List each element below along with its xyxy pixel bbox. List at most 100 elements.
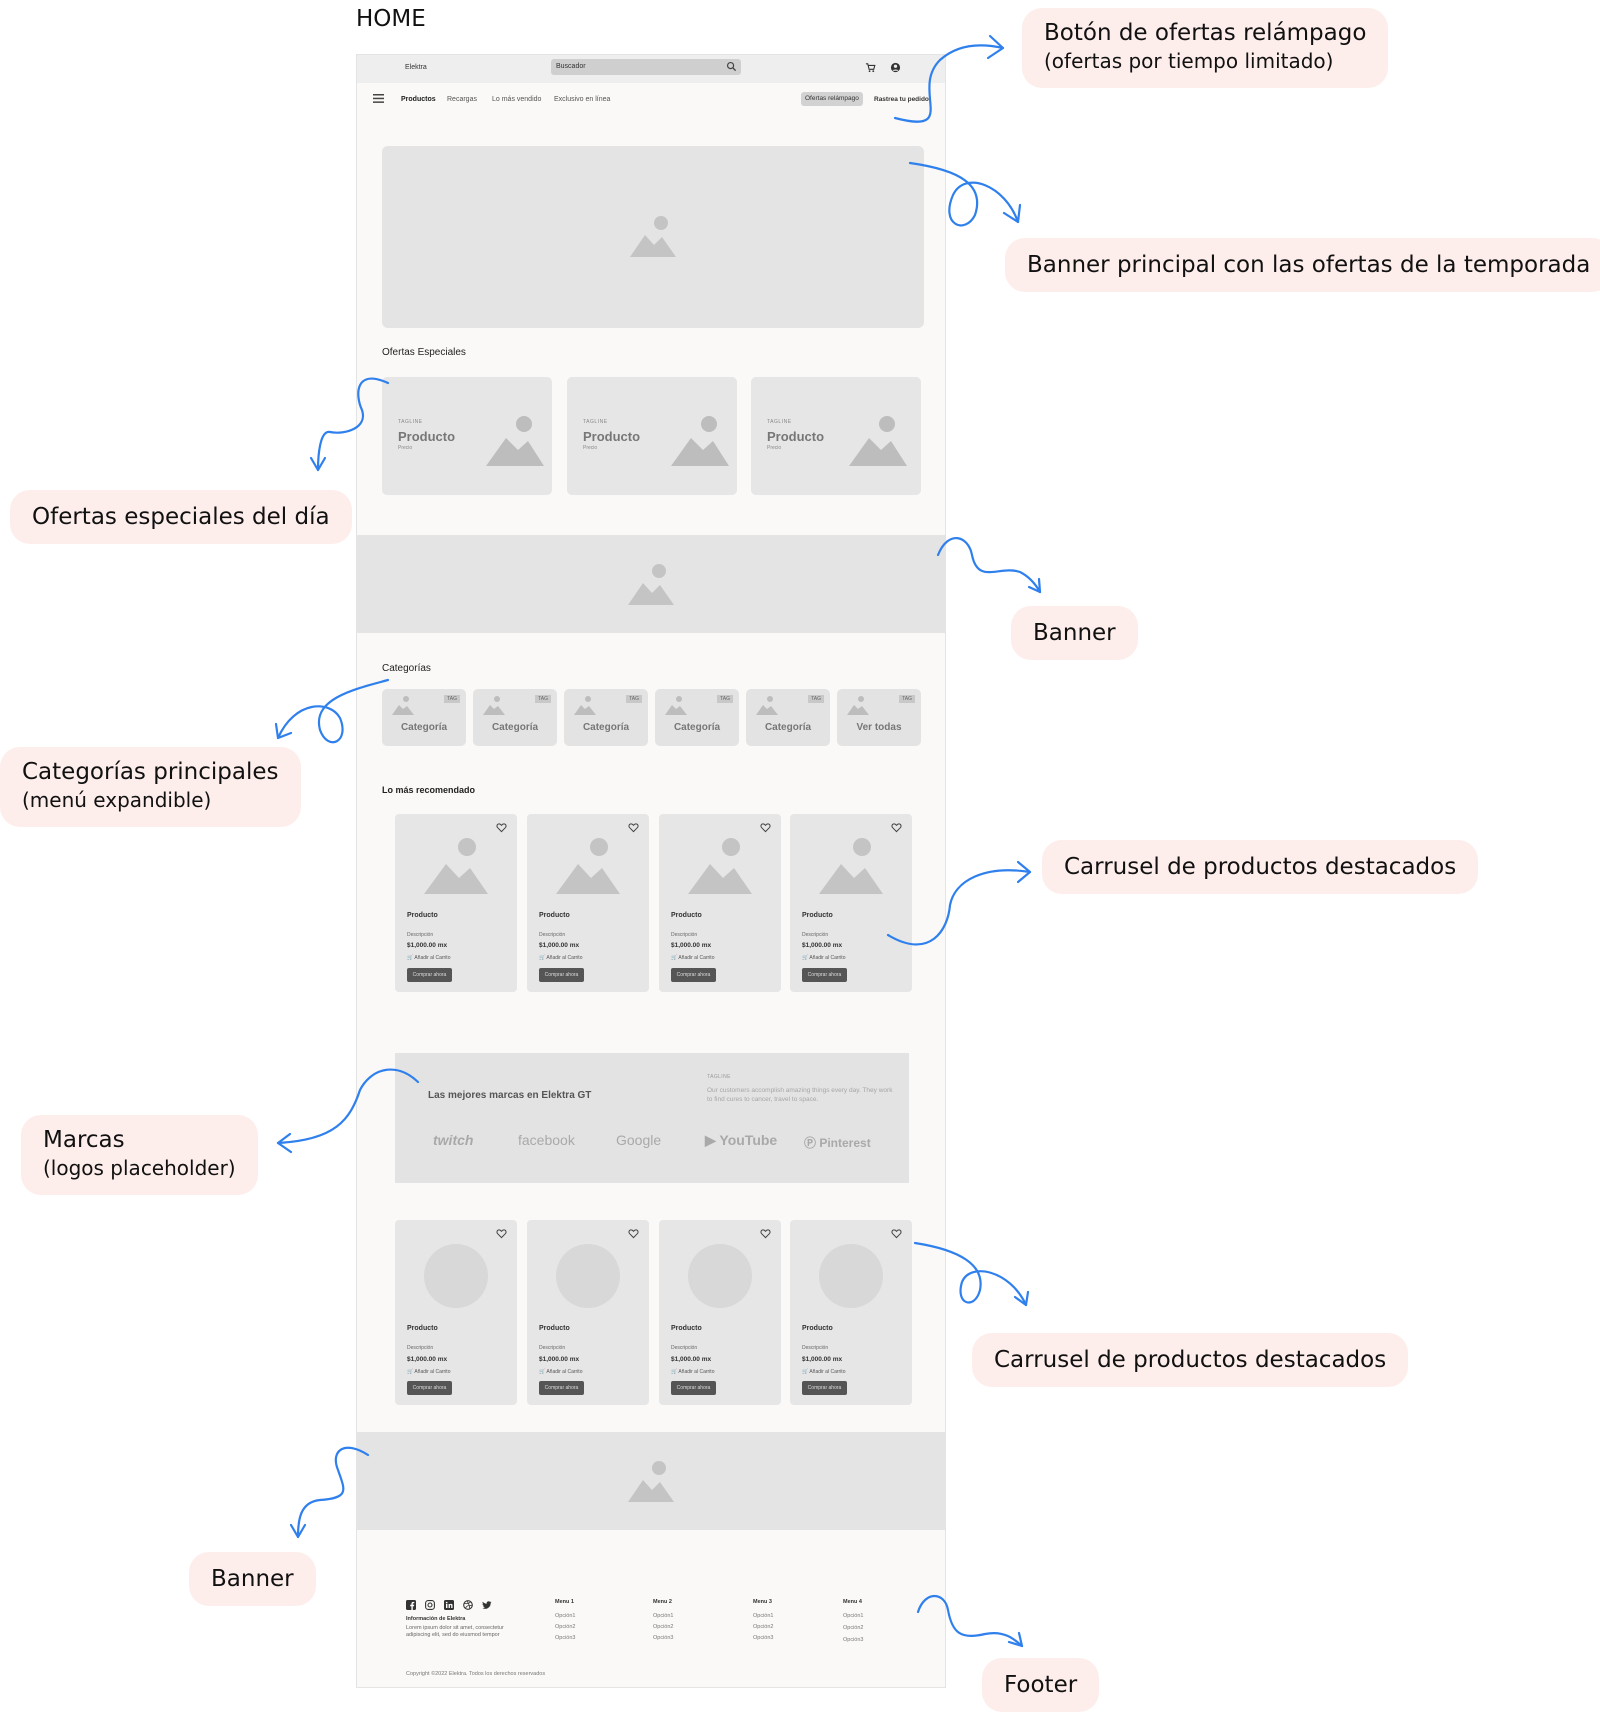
footer-menu-title: Menu 4	[843, 1599, 862, 1605]
buy-now-button[interactable]: Comprar ahora	[802, 1381, 847, 1395]
add-to-cart-label: Añadir al Carrito	[678, 955, 715, 961]
footer-menu-option[interactable]: Opción2	[653, 1624, 674, 1630]
linkedin-icon[interactable]	[444, 1600, 454, 1610]
heart-icon[interactable]	[891, 822, 902, 833]
offer-price: Precio	[583, 445, 598, 451]
offer-card[interactable]: TAGLINE Producto Precio	[382, 377, 552, 495]
twitter-icon[interactable]	[482, 1600, 492, 1610]
product-card[interactable]: Producto Descripción $1,000.00 mx 🛒 Añad…	[527, 814, 649, 992]
arrowhead	[1002, 203, 1022, 224]
product-card[interactable]: Producto Descripción $1,000.00 mx 🛒 Añad…	[790, 1220, 912, 1405]
buy-now-button[interactable]: Comprar ahora	[539, 968, 584, 982]
brands-section: Las mejores marcas en Elektra GT TAGLINE…	[395, 1053, 909, 1183]
heart-icon[interactable]	[628, 822, 639, 833]
footer-menu-option[interactable]: Opción1	[555, 1613, 576, 1619]
offer-name: Producto	[767, 429, 825, 444]
instagram-icon[interactable]	[425, 1600, 435, 1610]
buy-now-button[interactable]: Comprar ahora	[407, 1381, 452, 1395]
image-placeholder-icon	[847, 696, 869, 715]
footer-menu-option[interactable]: Opción2	[843, 1625, 864, 1631]
buy-now-button[interactable]: Comprar ahora	[671, 1381, 716, 1395]
brands-tagline: TAGLINE	[707, 1074, 731, 1080]
footer-menu-option[interactable]: Opción3	[843, 1637, 864, 1643]
heart-icon[interactable]	[760, 1228, 771, 1239]
heart-icon[interactable]	[496, 822, 507, 833]
hamburger-menu-icon[interactable]	[373, 94, 384, 103]
add-to-cart-link[interactable]: 🛒 Añadir al Carrito	[802, 1369, 846, 1375]
cart-icon[interactable]	[865, 62, 876, 73]
search-icon[interactable]	[726, 61, 737, 72]
product-card[interactable]: Producto Descripción $1,000.00 mx 🛒 Añad…	[527, 1220, 649, 1405]
add-to-cart-link[interactable]: 🛒 Añadir al Carrito	[407, 955, 451, 961]
special-offers-title: Ofertas Especiales	[382, 347, 466, 358]
annotation-subline: (logos placeholder)	[43, 1156, 236, 1180]
category-card[interactable]: TAG Categoría	[655, 689, 739, 746]
offer-card[interactable]: TAGLINE Producto Precio	[751, 377, 921, 495]
footer-menu-option[interactable]: Opción2	[753, 1624, 774, 1630]
product-name: Producto	[671, 912, 702, 919]
heart-icon[interactable]	[496, 1228, 507, 1239]
banner[interactable]	[357, 1432, 945, 1530]
image-placeholder-icon	[819, 838, 883, 894]
buy-now-button[interactable]: Comprar ahora	[671, 968, 716, 982]
category-card[interactable]: TAG Categoría	[564, 689, 648, 746]
dribbble-icon[interactable]	[463, 1600, 473, 1610]
add-to-cart-link[interactable]: 🛒 Añadir al Carrito	[539, 955, 583, 961]
product-description: Descripción	[407, 1345, 434, 1351]
image-placeholder-icon	[630, 216, 676, 257]
nav-exclusivo-en-linea[interactable]: Exclusivo en línea	[554, 96, 611, 103]
product-image-placeholder	[424, 1244, 488, 1308]
user-icon[interactable]	[890, 62, 901, 73]
nav-productos[interactable]: Productos	[401, 96, 436, 103]
footer-menu-option[interactable]: Opción2	[555, 1624, 576, 1630]
add-to-cart-label: Añadir al Carrito	[546, 1369, 583, 1375]
flash-offers-button[interactable]: Ofertas relámpago	[801, 92, 863, 106]
add-to-cart-link[interactable]: 🛒 Añadir al Carrito	[407, 1369, 451, 1375]
add-to-cart-label: Añadir al Carrito	[809, 955, 846, 961]
add-to-cart-link[interactable]: 🛒 Añadir al Carrito	[671, 955, 715, 961]
add-to-cart-label: Añadir al Carrito	[414, 955, 451, 961]
heart-icon[interactable]	[628, 1228, 639, 1239]
footer-menu-option[interactable]: Opción3	[555, 1635, 576, 1641]
product-description: Descripción	[407, 932, 434, 938]
category-tag: TAG	[444, 695, 460, 703]
offer-card[interactable]: TAGLINE Producto Precio	[567, 377, 737, 495]
footer-menu-option[interactable]: Opción3	[653, 1635, 674, 1641]
buy-now-button[interactable]: Comprar ahora	[802, 968, 847, 982]
add-to-cart-link[interactable]: 🛒 Añadir al Carrito	[802, 955, 846, 961]
heart-icon[interactable]	[760, 822, 771, 833]
product-card[interactable]: Producto Descripción $1,000.00 mx 🛒 Añad…	[659, 814, 781, 992]
annotation-subline: (menú expandible)	[22, 788, 212, 812]
buy-now-button[interactable]: Comprar ahora	[407, 968, 452, 982]
buy-now-button[interactable]: Comprar ahora	[539, 1381, 584, 1395]
top-bar: Elektra Buscador	[357, 55, 945, 83]
product-price: $1,000.00 mx	[539, 942, 580, 949]
brand-logo[interactable]: Elektra	[405, 64, 427, 71]
footer-menu-option[interactable]: Opción3	[753, 1635, 774, 1641]
product-card[interactable]: Producto Descripción $1,000.00 mx 🛒 Añad…	[790, 814, 912, 992]
product-card[interactable]: Producto Descripción $1,000.00 mx 🛒 Añad…	[659, 1220, 781, 1405]
category-card-ver-todas[interactable]: TAG Ver todas	[837, 689, 921, 746]
category-card[interactable]: TAG Categoría	[746, 689, 830, 746]
footer-menu-option[interactable]: Opción1	[753, 1613, 774, 1619]
nav-recargas[interactable]: Recargas	[447, 96, 477, 103]
product-card[interactable]: Producto Descripción $1,000.00 mx 🛒 Añad…	[395, 814, 517, 992]
footer-menu-option[interactable]: Opción1	[843, 1613, 864, 1619]
hero-banner[interactable]	[382, 146, 924, 328]
facebook-icon[interactable]	[406, 1600, 416, 1610]
category-tag: TAG	[535, 695, 551, 703]
product-image-placeholder	[556, 1244, 620, 1308]
category-label: Categoría	[582, 722, 630, 733]
category-card[interactable]: TAG Categoría	[473, 689, 557, 746]
search-input[interactable]: Buscador	[551, 59, 741, 75]
banner[interactable]	[357, 535, 945, 633]
heart-icon[interactable]	[891, 1228, 902, 1239]
category-card[interactable]: TAG Categoría	[382, 689, 466, 746]
nav-lo-mas-vendido[interactable]: Lo más vendido	[492, 96, 542, 103]
add-to-cart-link[interactable]: 🛒 Añadir al Carrito	[539, 1369, 583, 1375]
footer-menu-option[interactable]: Opción1	[653, 1613, 674, 1619]
product-card[interactable]: Producto Descripción $1,000.00 mx 🛒 Añad…	[395, 1220, 517, 1405]
track-order-link[interactable]: Rastrea tu pedido	[874, 96, 929, 103]
add-to-cart-link[interactable]: 🛒 Añadir al Carrito	[671, 1369, 715, 1375]
pinterest-logo-text: Pinterest	[819, 1136, 871, 1150]
